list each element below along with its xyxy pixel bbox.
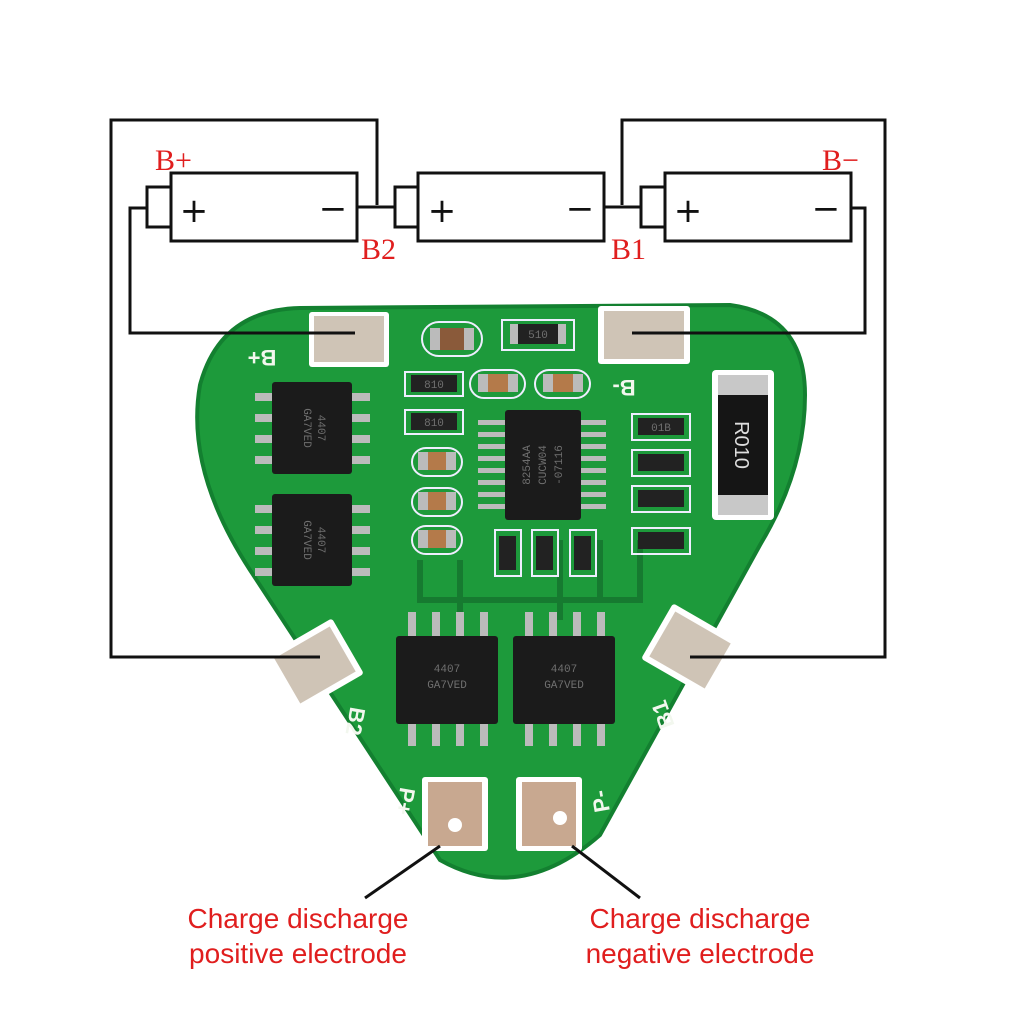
- mosfet-bottom-left: 4407 GA7VED: [396, 612, 498, 746]
- mosfet-left-bottom: 4407 GA7VED: [255, 494, 370, 586]
- silk-p-plus: P+: [391, 786, 420, 817]
- svg-text:GA7VED: GA7VED: [427, 680, 467, 692]
- silk-p-minus: P-: [586, 788, 614, 814]
- pad-p-plus: [422, 777, 488, 851]
- smd-capacitors: [411, 321, 591, 555]
- callout-line-negative: [571, 844, 641, 900]
- svg-text:−: −: [566, 189, 595, 229]
- silk-b-plus: B+: [248, 345, 277, 370]
- pad-b-plus: [309, 312, 389, 367]
- svg-text:810: 810: [424, 380, 444, 392]
- pad-b1: [642, 604, 738, 696]
- svg-text:01B: 01B: [651, 423, 671, 435]
- caption-positive-line1: Charge discharge: [187, 903, 408, 934]
- mosfet-bottom-right: 4407 GA7VED: [513, 612, 615, 746]
- mosfet-left-top: 4407 GA7VED: [255, 382, 370, 474]
- caption-negative-line1: Charge discharge: [589, 903, 810, 934]
- battery-cell-1: + −: [145, 171, 359, 243]
- callout-line-positive: [364, 844, 441, 900]
- svg-text:−: −: [319, 189, 348, 229]
- svg-text:GA7VED: GA7VED: [300, 520, 312, 560]
- battery-cell-3: + −: [639, 171, 853, 243]
- svg-text:+: +: [674, 191, 703, 231]
- pad-b2: [267, 619, 363, 711]
- label-b-plus: B+: [155, 144, 192, 177]
- smd-resistors: 510 810 810 01B: [404, 319, 691, 577]
- svg-text:+: +: [180, 191, 209, 231]
- svg-text:8254AA: 8254AA: [522, 445, 534, 485]
- label-b-minus: B−: [822, 144, 859, 177]
- caption-negative-line2: negative electrode: [586, 938, 815, 969]
- battery-cell-2: + −: [393, 171, 606, 243]
- label-b2: B2: [361, 233, 396, 266]
- silk-b2: B2: [341, 705, 371, 737]
- svg-text:+: +: [428, 191, 457, 231]
- caption-positive-line2: positive electrode: [189, 938, 407, 969]
- svg-text:CUCW04: CUCW04: [538, 445, 550, 485]
- svg-text:4407: 4407: [314, 527, 326, 553]
- svg-text:GA7VED: GA7VED: [300, 408, 312, 448]
- svg-text:4407: 4407: [314, 415, 326, 441]
- pad-p-minus: [516, 777, 582, 851]
- svg-text:R010: R010: [730, 421, 752, 469]
- wiring: [109, 118, 887, 659]
- svg-text:-07116: -07116: [554, 445, 566, 485]
- protection-ic: 8254AA CUCW04 -07116: [478, 410, 606, 520]
- svg-text:510: 510: [528, 330, 548, 342]
- svg-text:4407: 4407: [434, 664, 460, 676]
- svg-text:810: 810: [424, 418, 444, 430]
- shunt-resistor: R010: [712, 370, 774, 520]
- pad-b-minus: [598, 306, 690, 364]
- svg-text:−: −: [812, 189, 841, 229]
- silk-b-minus: B-: [612, 375, 635, 400]
- svg-text:GA7VED: GA7VED: [544, 680, 584, 692]
- svg-text:4407: 4407: [551, 664, 577, 676]
- label-b1: B1: [611, 233, 646, 266]
